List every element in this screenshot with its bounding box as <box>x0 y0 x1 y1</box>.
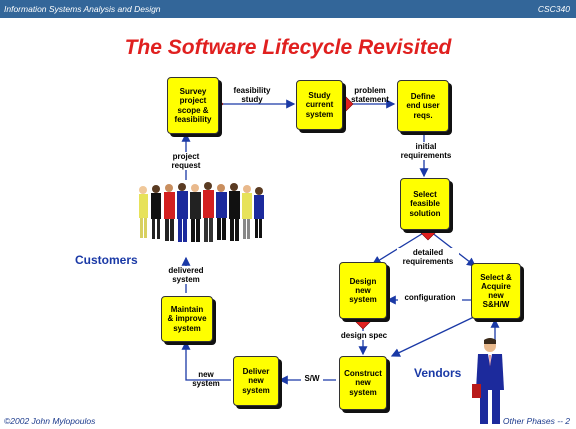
survey-scope-box: Survey project scope & feasibility <box>167 77 219 134</box>
vendor-illustration <box>472 338 504 424</box>
label-design-spec: design spec <box>339 331 389 341</box>
select-acquire-box: Select & Acquire new S&H/W <box>471 263 521 319</box>
slide-title: The Software Lifecycle Revisited <box>124 36 452 59</box>
label-feasibility-study: feasibility study <box>233 86 271 105</box>
label-detailed-requirements: detailed requirements <box>397 248 459 267</box>
label-delivered-system: delivered system <box>159 266 213 285</box>
header-band <box>0 0 576 18</box>
construct-new-box: Construct new system <box>339 356 387 410</box>
label-sw: S/W <box>301 374 323 384</box>
study-current-box: Study current system <box>296 80 343 130</box>
course-title: Information Systems Analysis and Design <box>4 4 161 14</box>
maintain-improve-box: Maintain & improve system <box>161 296 213 342</box>
design-new-box: Design new system <box>339 262 387 319</box>
label-project-request: project request <box>164 152 208 171</box>
customers-label: Customers <box>75 253 138 267</box>
label-problem-statement: problem statement <box>351 86 389 105</box>
select-feasible-box: Select feasible solution <box>400 178 450 230</box>
customers-illustration <box>139 182 264 242</box>
footer-copyright: ©2002 John Mylopoulos <box>4 416 96 426</box>
label-configuration: configuration <box>398 293 462 303</box>
deliver-new-box: Deliver new system <box>233 356 279 406</box>
arrow-deliver-to-maintain <box>181 340 231 381</box>
arrow-acquire-to-construct <box>390 314 479 357</box>
vendors-label: Vendors <box>414 366 462 380</box>
label-initial-requirements: initial requirements <box>398 142 454 161</box>
label-new-system: new system <box>192 370 220 389</box>
define-reqs-box: Define end user reqs. <box>397 80 449 132</box>
course-code: CSC340 <box>537 4 570 14</box>
footer-page: Other Phases -- 2 <box>502 416 570 426</box>
